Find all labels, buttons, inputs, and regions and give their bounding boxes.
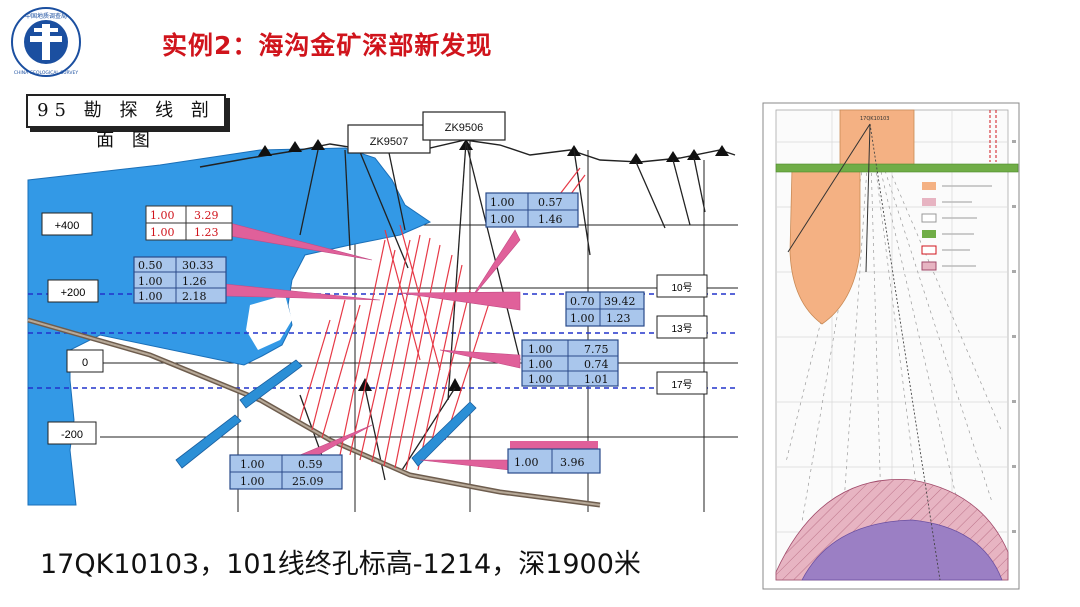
intrusion-body: [789, 109, 915, 325]
assay-4-width-1: 0.70: [570, 295, 595, 308]
assay-5-grade-1: 7.75: [584, 343, 609, 356]
borehole-label-zk9506: ZK9506: [445, 122, 484, 134]
borehole-labels: ZK9507 ZK9506: [347, 111, 506, 154]
assay-5-width-3: 1.00: [528, 373, 553, 386]
section-title: 95 勘 探 线 剖 面 图: [26, 94, 226, 151]
green-band: [775, 163, 1019, 173]
assay-3-grade-2: 1.46: [538, 213, 563, 226]
slide-title: 实例2：海沟金矿深部新发现: [162, 31, 493, 60]
assay-6-grade-2: 25.09: [292, 475, 324, 488]
slide-caption: 17QK10103，101线终孔标高-1214，深1900米: [40, 549, 641, 580]
level-tags: 10号 13号 17号: [656, 274, 708, 395]
assay-4-width-2: 1.00: [570, 312, 595, 325]
cgs-logo: 中国地质调查局 CHINA GEOLOGICAL SURVEY: [10, 6, 82, 78]
elevation-minus-200: -200: [61, 429, 83, 441]
assay-7-grade-1: 3.96: [560, 456, 585, 469]
assay-6-grade-1: 0.59: [298, 458, 323, 471]
assay-2-grade-1: 30.33: [182, 259, 214, 272]
deep-body: [801, 519, 1003, 581]
assay-5-grade-3: 1.01: [584, 373, 609, 386]
elevation-labels: +400 +200 0 -200: [41, 212, 104, 445]
assay-5-width-2: 1.00: [528, 358, 553, 371]
assay-4-grade-1: 39.42: [604, 295, 636, 308]
drill-trace: [869, 123, 941, 581]
elevation-plus-200: +200: [61, 287, 86, 299]
assay-6-width-1: 1.00: [240, 458, 265, 471]
assay-4-grade-2: 1.23: [606, 312, 631, 325]
assay-7-width-1: 1.00: [514, 456, 539, 469]
assay-6-width-2: 1.00: [240, 475, 265, 488]
assay-box-7: 1.00 3.96: [507, 441, 601, 474]
assay-2-width-3: 1.00: [138, 290, 163, 303]
assay-box-6: 1.00 0.59 1.00 25.09: [229, 454, 343, 490]
assay-2-width-1: 0.50: [138, 259, 163, 272]
assay-3-width-2: 1.00: [490, 213, 515, 226]
assay-box-3: 1.00 0.57 1.00 1.46: [485, 192, 579, 228]
assay-1-grade-2: 1.23: [194, 226, 219, 239]
assay-3-width-1: 1.00: [490, 196, 515, 209]
panel-legend: [921, 182, 992, 271]
geological-cross-section: ZK9507 ZK9506 +400 +200 0 -200 10号 13号 1…: [27, 111, 738, 512]
granite-body: [27, 147, 432, 506]
logo-text-top: 中国地质调查局: [25, 12, 67, 20]
panel-hole-label: 17QK10103: [860, 116, 889, 122]
assay-box-2: 0.50 30.33 1.00 1.26 1.00 2.18: [133, 256, 227, 304]
borehole-label-zk9507: ZK9507: [370, 136, 409, 148]
level-tag-10: 10号: [671, 282, 692, 294]
elevation-plus-400: +400: [55, 220, 80, 232]
logo-text-bottom: CHINA GEOLOGICAL SURVEY: [14, 70, 78, 76]
level-tag-17: 17号: [671, 379, 692, 391]
assay-5-grade-2: 0.74: [584, 358, 609, 371]
assay-2-width-2: 1.00: [138, 275, 163, 288]
assay-3-grade-1: 0.57: [538, 196, 563, 209]
assay-box-1: 1.00 3.29 1.00 1.23: [145, 205, 233, 241]
assay-2-grade-2: 1.26: [182, 275, 207, 288]
assay-box-5: 1.00 7.75 1.00 0.74 1.00 1.01: [521, 339, 619, 387]
assay-5-width-1: 1.00: [528, 343, 553, 356]
assay-1-width-2: 1.00: [150, 226, 175, 239]
assay-1-grade-1: 3.29: [194, 209, 219, 222]
assay-1-width-1: 1.00: [150, 209, 175, 222]
assay-box-4: 0.70 39.42 1.00 1.23: [565, 291, 645, 327]
elevation-zero: 0: [82, 357, 88, 369]
borehole-profile-panel: 17QK10103: [762, 102, 1020, 590]
level-tag-13: 13号: [671, 323, 692, 335]
assay-2-grade-3: 2.18: [182, 290, 207, 303]
